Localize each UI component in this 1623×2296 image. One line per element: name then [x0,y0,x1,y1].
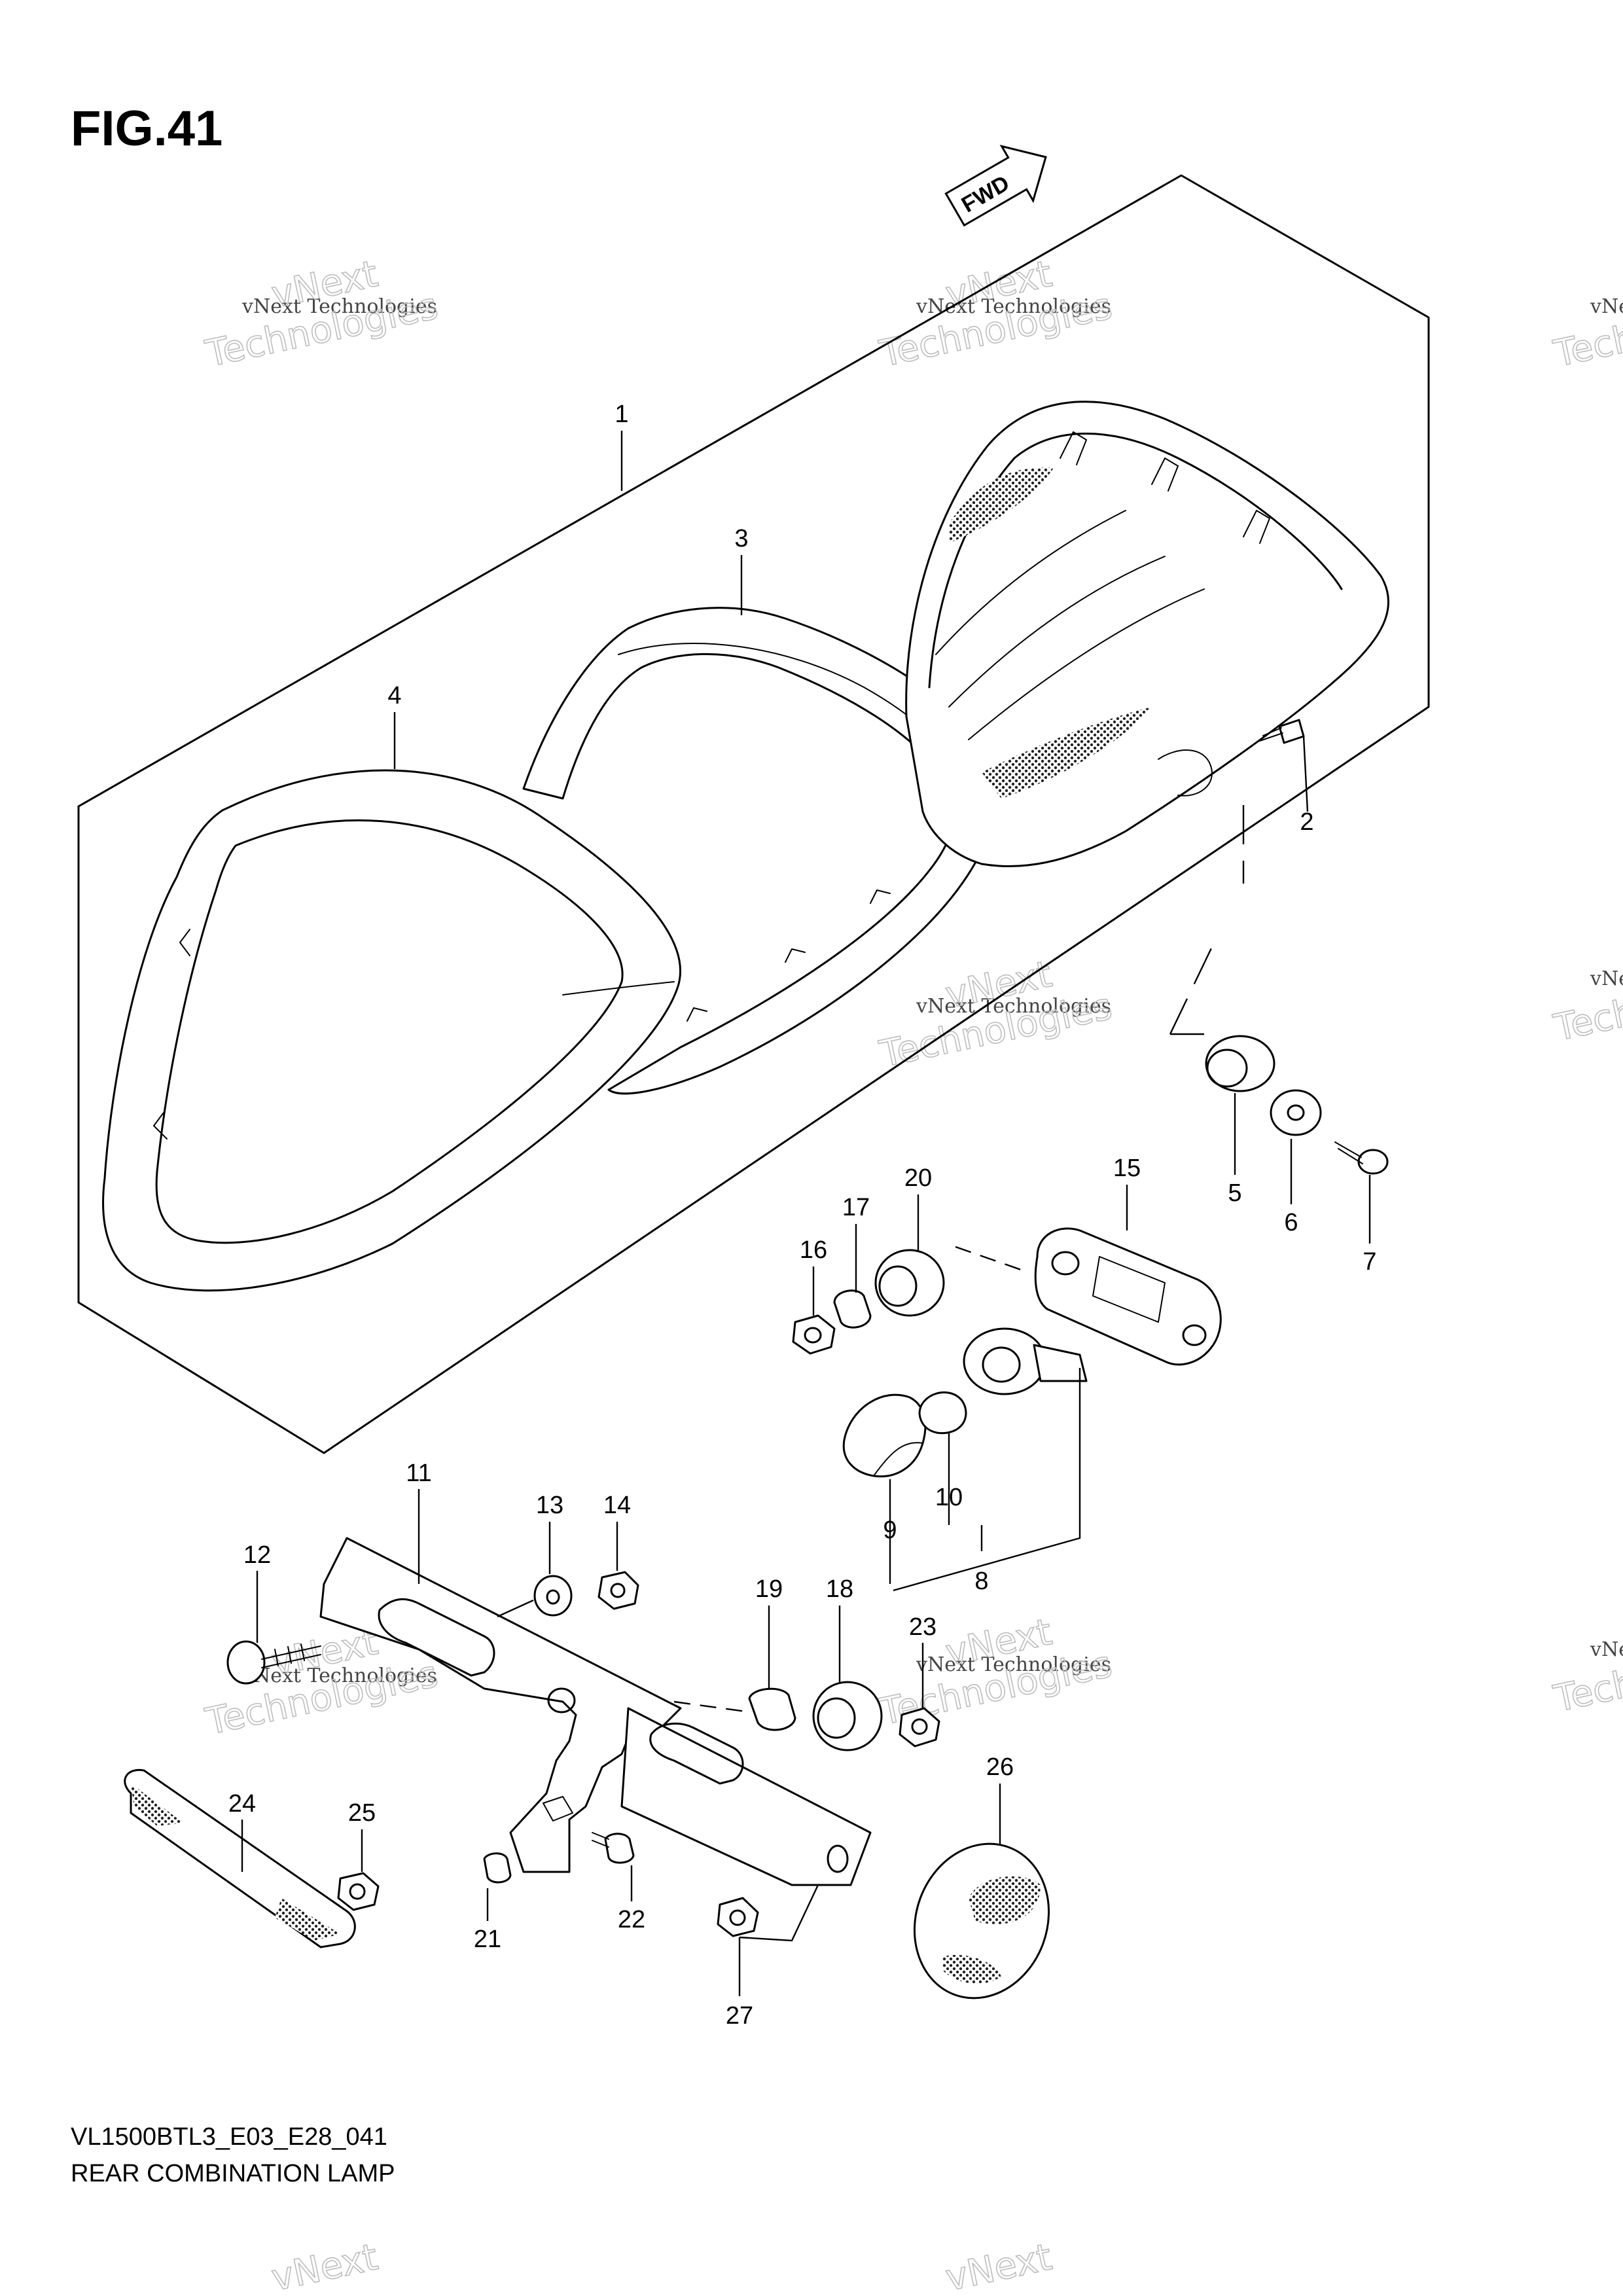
callout-11: 11 [406,1460,431,1487]
forward-arrow-icon: FWD [944,145,1047,227]
part-26-reflector[interactable] [893,1825,1070,2017]
watermark: vNext Technologies Technologies vNext [876,952,1116,1076]
svg-text:vNext Technologies: vNext Technologies [916,995,1111,1018]
part-27-nut[interactable] [717,1897,759,1937]
callout-15: 15 [1113,1155,1141,1182]
svg-text:vNext Technologies: vNext Technologies [916,295,1111,318]
watermark: vNext Technologies Technologies [1550,285,1623,376]
callout-26: 26 [986,1753,1014,1781]
callout-9: 9 [883,1516,897,1544]
callout-22: 22 [618,1906,645,1933]
svg-text:vNext Technologies: vNext Technologies [916,1653,1111,1676]
callout-16: 16 [800,1236,827,1264]
part-22-bolt[interactable] [592,1832,635,1864]
part-10-bulb[interactable] [918,1391,967,1435]
svg-text:vNext Technologies: vNext Technologies [241,295,437,318]
watermark: vNext Technologies Technologies vNext [876,252,1116,376]
leader-lines [241,431,1371,1996]
callout-14: 14 [603,1492,631,1519]
diagram-caption: REAR COMBINATION LAMP [71,2160,395,2187]
callout-17: 17 [842,1194,870,1221]
part-19-collar[interactable] [748,1687,796,1731]
part-18-grommet[interactable] [812,1681,883,1751]
part-8-socket[interactable] [963,1327,1088,1395]
part-23-nut[interactable] [899,1707,940,1748]
svg-text:vNext: vNext [268,2236,382,2296]
part-25-nut[interactable] [337,1872,380,1911]
watermark: vNext Technologies Technologies [1550,959,1623,1050]
part-4-bezel[interactable] [102,769,681,1292]
part-21-bolt[interactable] [483,1852,512,1884]
svg-text:vNext Technologies: vNext Technologies [1590,1638,1623,1661]
part-11-bracket[interactable] [319,1537,872,1886]
svg-text:vNext: vNext [942,2236,1056,2296]
callout-8: 8 [974,1568,988,1595]
watermark: vNext vNext [268,2235,1056,2296]
callout-6: 6 [1284,1209,1298,1236]
callout-21: 21 [474,1926,501,1953]
callout-4: 4 [387,682,401,709]
callout-3: 3 [734,525,748,552]
callout-10: 10 [935,1484,963,1511]
callout-20: 20 [904,1164,932,1192]
callout-18: 18 [826,1575,853,1603]
part-15-bracket[interactable] [1034,1227,1222,1366]
svg-text:vNext Technologies: vNext Technologies [241,1664,437,1687]
callout-24: 24 [228,1790,256,1818]
callout-23: 23 [909,1613,936,1641]
model-code: VL1500BTL3_E03_E28_041 [71,2123,387,2151]
callout-2: 2 [1300,808,1313,836]
part-14-nut[interactable] [597,1571,639,1610]
part-12-bolt[interactable] [226,1640,321,1685]
part-6-washer[interactable] [1270,1089,1322,1136]
watermark: vNext Technologies Technologies [1550,1630,1623,1721]
figure-title: FIG.41 [71,101,223,156]
callout-5: 5 [1228,1179,1241,1207]
callout-13: 13 [536,1492,563,1519]
watermark: vNext Technologies Technologies vNext [202,252,442,376]
part-9-lens[interactable] [842,1393,927,1478]
part-24-reflector[interactable] [124,1768,356,1948]
part-7-screw[interactable] [1334,1141,1389,1175]
svg-text:vNext Technologies: vNext Technologies [1590,967,1623,990]
part-16-nut[interactable] [792,1314,836,1355]
callout-19: 19 [755,1575,783,1603]
part-2-screw[interactable] [1259,719,1305,744]
part-20-grommet[interactable] [874,1249,945,1317]
svg-text:vNext Technologies: vNext Technologies [1590,295,1623,318]
part-1-housing[interactable] [905,401,1390,867]
callout-labels: 1 2 3 4 5 6 7 8 9 10 11 12 13 14 15 16 1… [228,401,1377,2030]
callout-12: 12 [243,1541,271,1569]
part-13-washer[interactable] [533,1575,573,1617]
assembly-outline [77,174,1430,1454]
callout-27: 27 [726,2002,753,2030]
callout-7: 7 [1363,1248,1376,1276]
part-17-collar[interactable] [833,1289,872,1329]
callout-1: 1 [615,401,628,428]
part-5-grommet[interactable] [1205,1035,1275,1092]
callout-25: 25 [348,1799,376,1827]
